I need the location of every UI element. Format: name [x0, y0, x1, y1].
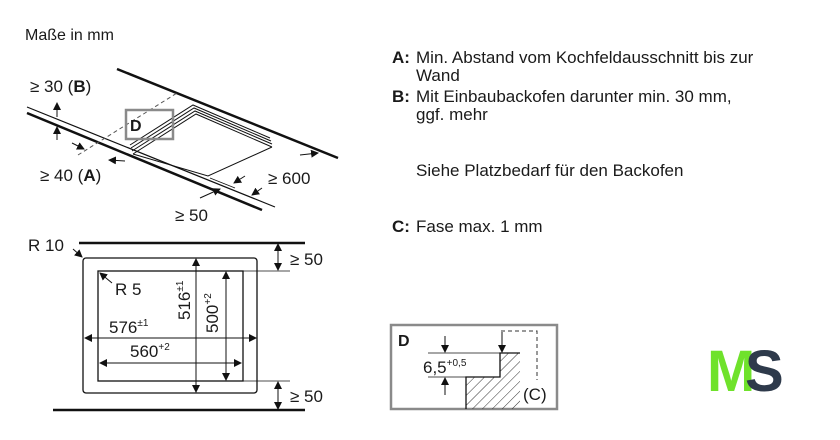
worktop-front-edge	[26, 111, 263, 212]
cutout-iso	[129, 104, 273, 177]
detail-key: D	[398, 333, 410, 350]
isometric-view: D ≥ 30 (B) ≥ 40 (A) ≥ 50 ≥ 600	[26, 67, 339, 225]
inner-depth-label: 500+2	[203, 293, 222, 333]
depth-clearance-label: ≥ 600	[268, 169, 310, 188]
outer-width-label: 576±1	[109, 318, 149, 337]
wall-clearance-dashed	[77, 92, 178, 156]
hob-outline	[82, 257, 258, 394]
b-clearance-label: ≥ 30 (B)	[30, 77, 91, 96]
note-oven: Siehe Platzbedarf für den Backofen	[416, 161, 683, 180]
chamfer-ref-label: (C)	[523, 385, 547, 404]
plan-view: R 10 R 5 576±1 560+2 516±1 500+2 ≥ 50 ≥ …	[28, 236, 323, 412]
units-title: Maße in mm	[25, 27, 114, 44]
detail-d: D 6,5+0,5 (C)	[389, 323, 559, 411]
cutout-outline	[97, 270, 244, 382]
step-height-label: 6,5+0,5	[423, 358, 467, 377]
front-clearance-label: ≥ 50	[175, 206, 208, 225]
note-b: B:Mit Einbaubackofen darunter min. 30 mm…	[392, 87, 732, 106]
inner-width-label: 560+2	[130, 342, 170, 361]
logo-s: S	[745, 339, 784, 404]
outer-depth-label: 516±1	[175, 280, 194, 320]
worktop-front-edge-top	[26, 106, 276, 208]
inner-radius-label: R 5	[115, 280, 141, 299]
detail-d-marker	[124, 108, 175, 141]
note-a: A:Min. Abstand vom Kochfeldausschnitt bi…	[392, 48, 754, 67]
note-b-cont: ggf. mehr	[416, 105, 488, 124]
top-clearance-label: ≥ 50	[290, 250, 323, 269]
detail-d-label: D	[130, 118, 142, 135]
ms-logo: M S	[707, 339, 784, 404]
worktop-section-hatch	[466, 353, 520, 409]
notes: A:Min. Abstand vom Kochfeldausschnitt bi…	[392, 48, 754, 236]
bottom-clearance-label: ≥ 50	[290, 387, 323, 406]
a-clearance-label: ≥ 40 (A)	[40, 166, 101, 185]
wall-line	[116, 67, 339, 160]
note-a-cont: Wand	[416, 66, 460, 85]
outer-radius-label: R 10	[28, 236, 64, 255]
note-c: C:Fase max. 1 mm	[392, 217, 543, 236]
